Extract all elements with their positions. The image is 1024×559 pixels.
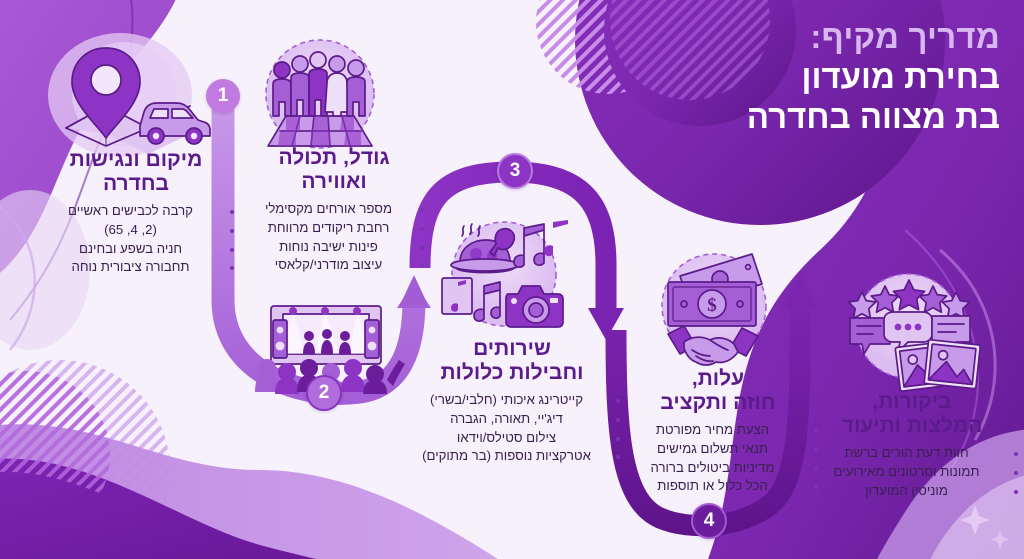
title-line-2: בת מצווה בחדרה: [746, 97, 1000, 135]
section-services-title: שירותים וחבילות כלולות: [440, 337, 584, 384]
list-item: חוות דעת הורים ברשת: [806, 444, 1018, 463]
section-location-title: מיקום ונגישות בחדרה: [69, 148, 203, 195]
list-item: מוניטין המועדון: [806, 482, 1018, 501]
list-item: חניה בשפע ובחינם: [38, 240, 234, 259]
list-item: הכל כלול או תוספות: [618, 477, 818, 496]
step-badge-4[interactable]: 4: [691, 503, 727, 539]
list-item: פינות ישיבה נוחות: [244, 238, 424, 257]
svg-text:$: $: [707, 295, 717, 316]
title-line-1: בחירת מועדון: [801, 57, 1000, 95]
list-item: תחבורה ציבורית נוחה: [38, 258, 234, 277]
section-reviews-list: חוות דעת הורים ברשת תמונות וסרטונים מאיר…: [806, 444, 1018, 500]
section-cost: עלות, חוזה ותקציב הצעת מחיר מפורטת תנאי …: [618, 367, 818, 496]
catering-music-camera-icon: [441, 220, 568, 328]
list-item: (2, 4, 65): [38, 221, 234, 240]
section-size: גודל, תכולה ואווירה מספר אורחים מקסימלי …: [244, 146, 424, 275]
section-location-list: קרבה לכבישים ראשיים (2, 4, 65) חניה בשפע…: [38, 202, 234, 277]
title-kicker: מדריך מקיף:: [810, 18, 1000, 55]
list-item: הצעת מחיר מפורטת: [618, 421, 818, 440]
section-size-title: גודל, תכולה ואווירה: [278, 146, 390, 193]
list-item: צילום סטילס/וידאו: [404, 429, 620, 448]
step-badge-2[interactable]: 2: [306, 375, 342, 411]
list-item: תמונות וסרטונים מאירועים: [806, 463, 1018, 482]
arrow-segment-3: [605, 274, 819, 537]
step-badge-1[interactable]: 1: [206, 79, 240, 113]
stars-reviews-photos-icon: [847, 273, 982, 392]
section-cost-title: עלות, חוזה ותקציב: [660, 367, 776, 414]
section-services: שירותים וחבילות כלולות קייטרינג איכותי (…: [404, 337, 620, 466]
list-item: דיג'יי, תאורה, הגברה: [404, 410, 620, 429]
list-item: אטרקציות נוספות (בר מתוקים): [404, 447, 620, 466]
list-item: רחבת ריקודים מרווחת: [244, 219, 424, 238]
map-pin-car-icon: [65, 42, 211, 154]
section-services-list: קייטרינג איכותי (חלבי/בשרי) דיג'יי, תאור…: [404, 391, 620, 466]
list-item: מספר אורחים מקסימלי: [244, 200, 424, 219]
arrow-segment-2: [409, 161, 624, 340]
list-item: עיצוב מודרני/קלאסי: [244, 256, 424, 275]
section-location: מיקום ונגישות בחדרה קרבה לכבישים ראשיים …: [38, 148, 234, 277]
section-size-list: מספר אורחים מקסימלי רחבת ריקודים מרווחת …: [244, 200, 424, 275]
section-reviews-title: ביקורות, המלצות ותיעוד: [841, 390, 983, 437]
list-item: מדיניות ביטולים ברורה: [618, 459, 818, 478]
list-item: קייטרינג איכותי (חלבי/בשרי): [404, 391, 620, 410]
section-reviews: ביקורות, המלצות ותיעוד חוות דעת הורים בר…: [806, 390, 1018, 500]
money-handshake-icon: $: [661, 253, 767, 366]
page-title: מדריך מקיף: בחירת מועדון בת מצווה בחדרה: [440, 18, 1000, 136]
list-item: תנאי תשלום גמישים: [618, 440, 818, 459]
step-badge-3[interactable]: 3: [497, 153, 533, 189]
list-item: קרבה לכבישים ראשיים: [38, 202, 234, 221]
section-cost-list: הצעת מחיר מפורטת תנאי תשלום גמישים מדיני…: [618, 421, 818, 496]
crowd-dancefloor-icon: [265, 39, 375, 149]
